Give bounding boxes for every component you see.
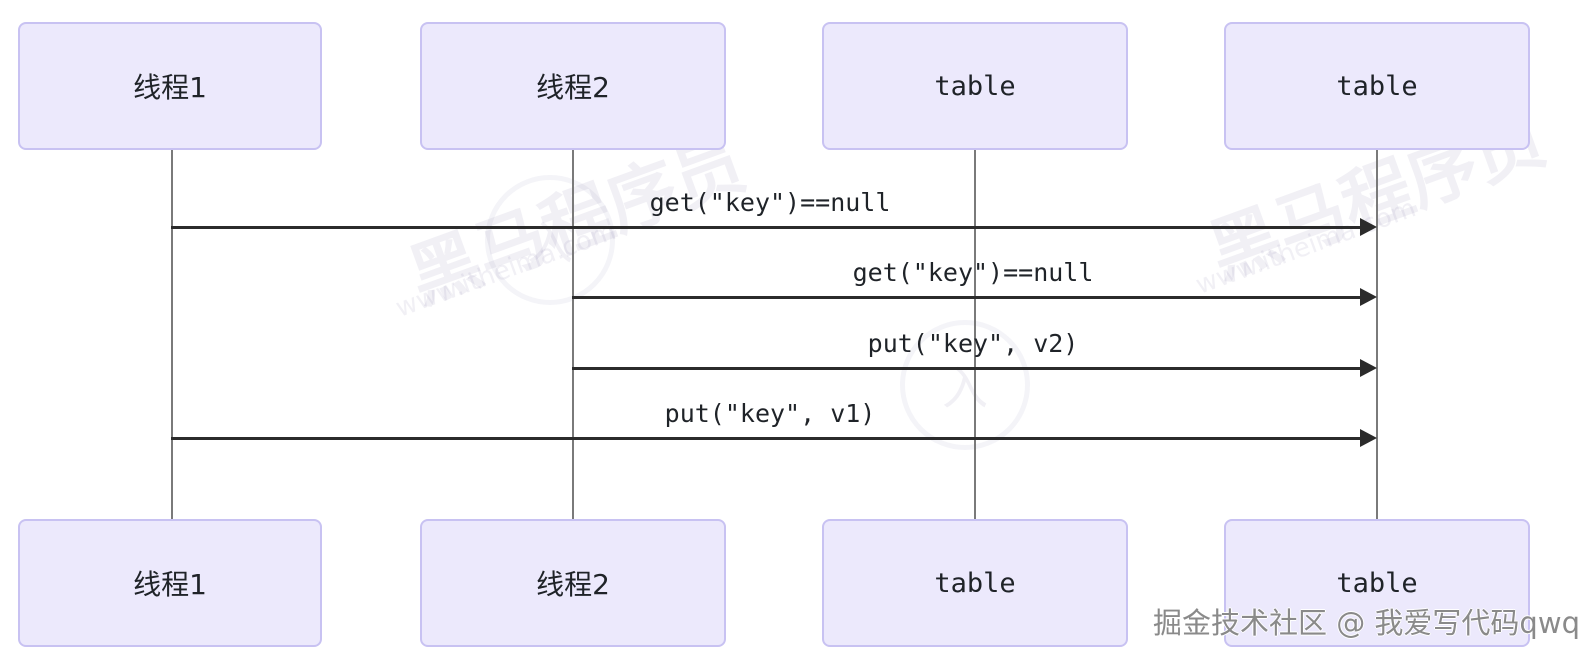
participant-box-thread2-top[interactable]: 线程2 bbox=[420, 22, 726, 150]
message-arrowhead-m3 bbox=[1360, 359, 1377, 377]
logo-glyph-2: 入 bbox=[942, 361, 988, 415]
participant-box-table-a-bottom[interactable]: table bbox=[822, 519, 1128, 647]
participant-label-thread1-top: 线程1 bbox=[133, 71, 207, 104]
logo-glyph: 入 bbox=[527, 216, 573, 270]
url-watermark: www.itheima.com bbox=[391, 216, 620, 324]
lifeline-thread1 bbox=[171, 150, 173, 520]
logo-watermark: 入 bbox=[485, 175, 615, 305]
lifeline-table-a bbox=[974, 150, 976, 520]
participant-box-thread1-top[interactable]: 线程1 bbox=[18, 22, 322, 150]
message-arrowhead-m1 bbox=[1360, 218, 1377, 236]
participant-label-table-a-bottom: table bbox=[934, 567, 1016, 599]
message-label-m3: put("key", v2) bbox=[867, 329, 1079, 358]
lifeline-thread2 bbox=[572, 150, 574, 520]
url-watermark-2: www.itheima.com bbox=[1191, 193, 1420, 301]
participant-label-thread2-bottom: 线程2 bbox=[536, 568, 610, 601]
message-line-m2 bbox=[572, 296, 1360, 299]
participant-box-table-b-bottom[interactable]: table bbox=[1224, 519, 1530, 647]
message-arrowhead-m4 bbox=[1360, 429, 1377, 447]
message-line-m1 bbox=[171, 226, 1360, 229]
message-line-m4 bbox=[171, 437, 1360, 440]
participant-box-thread1-bottom[interactable]: 线程1 bbox=[18, 519, 322, 647]
participant-label-thread1-bottom: 线程1 bbox=[133, 568, 207, 601]
lifeline-table-b bbox=[1376, 150, 1378, 520]
participant-label-table-b-top: table bbox=[1336, 70, 1418, 102]
participant-label-table-b-bottom: table bbox=[1336, 567, 1418, 599]
participant-label-thread2-top: 线程2 bbox=[536, 71, 610, 104]
message-line-m3 bbox=[572, 367, 1360, 370]
message-arrowhead-m2 bbox=[1360, 288, 1377, 306]
participant-box-thread2-bottom[interactable]: 线程2 bbox=[420, 519, 726, 647]
source-credit: 掘金技术社区 @ 我爱写代码qwq bbox=[1153, 606, 1580, 640]
message-label-m2: get("key")==null bbox=[852, 258, 1094, 287]
participant-label-table-a-top: table bbox=[934, 70, 1016, 102]
participant-box-table-a-top[interactable]: table bbox=[822, 22, 1128, 150]
participant-box-table-b-top[interactable]: table bbox=[1224, 22, 1530, 150]
message-label-m1: get("key")==null bbox=[649, 188, 891, 217]
message-label-m4: put("key", v1) bbox=[664, 399, 876, 428]
